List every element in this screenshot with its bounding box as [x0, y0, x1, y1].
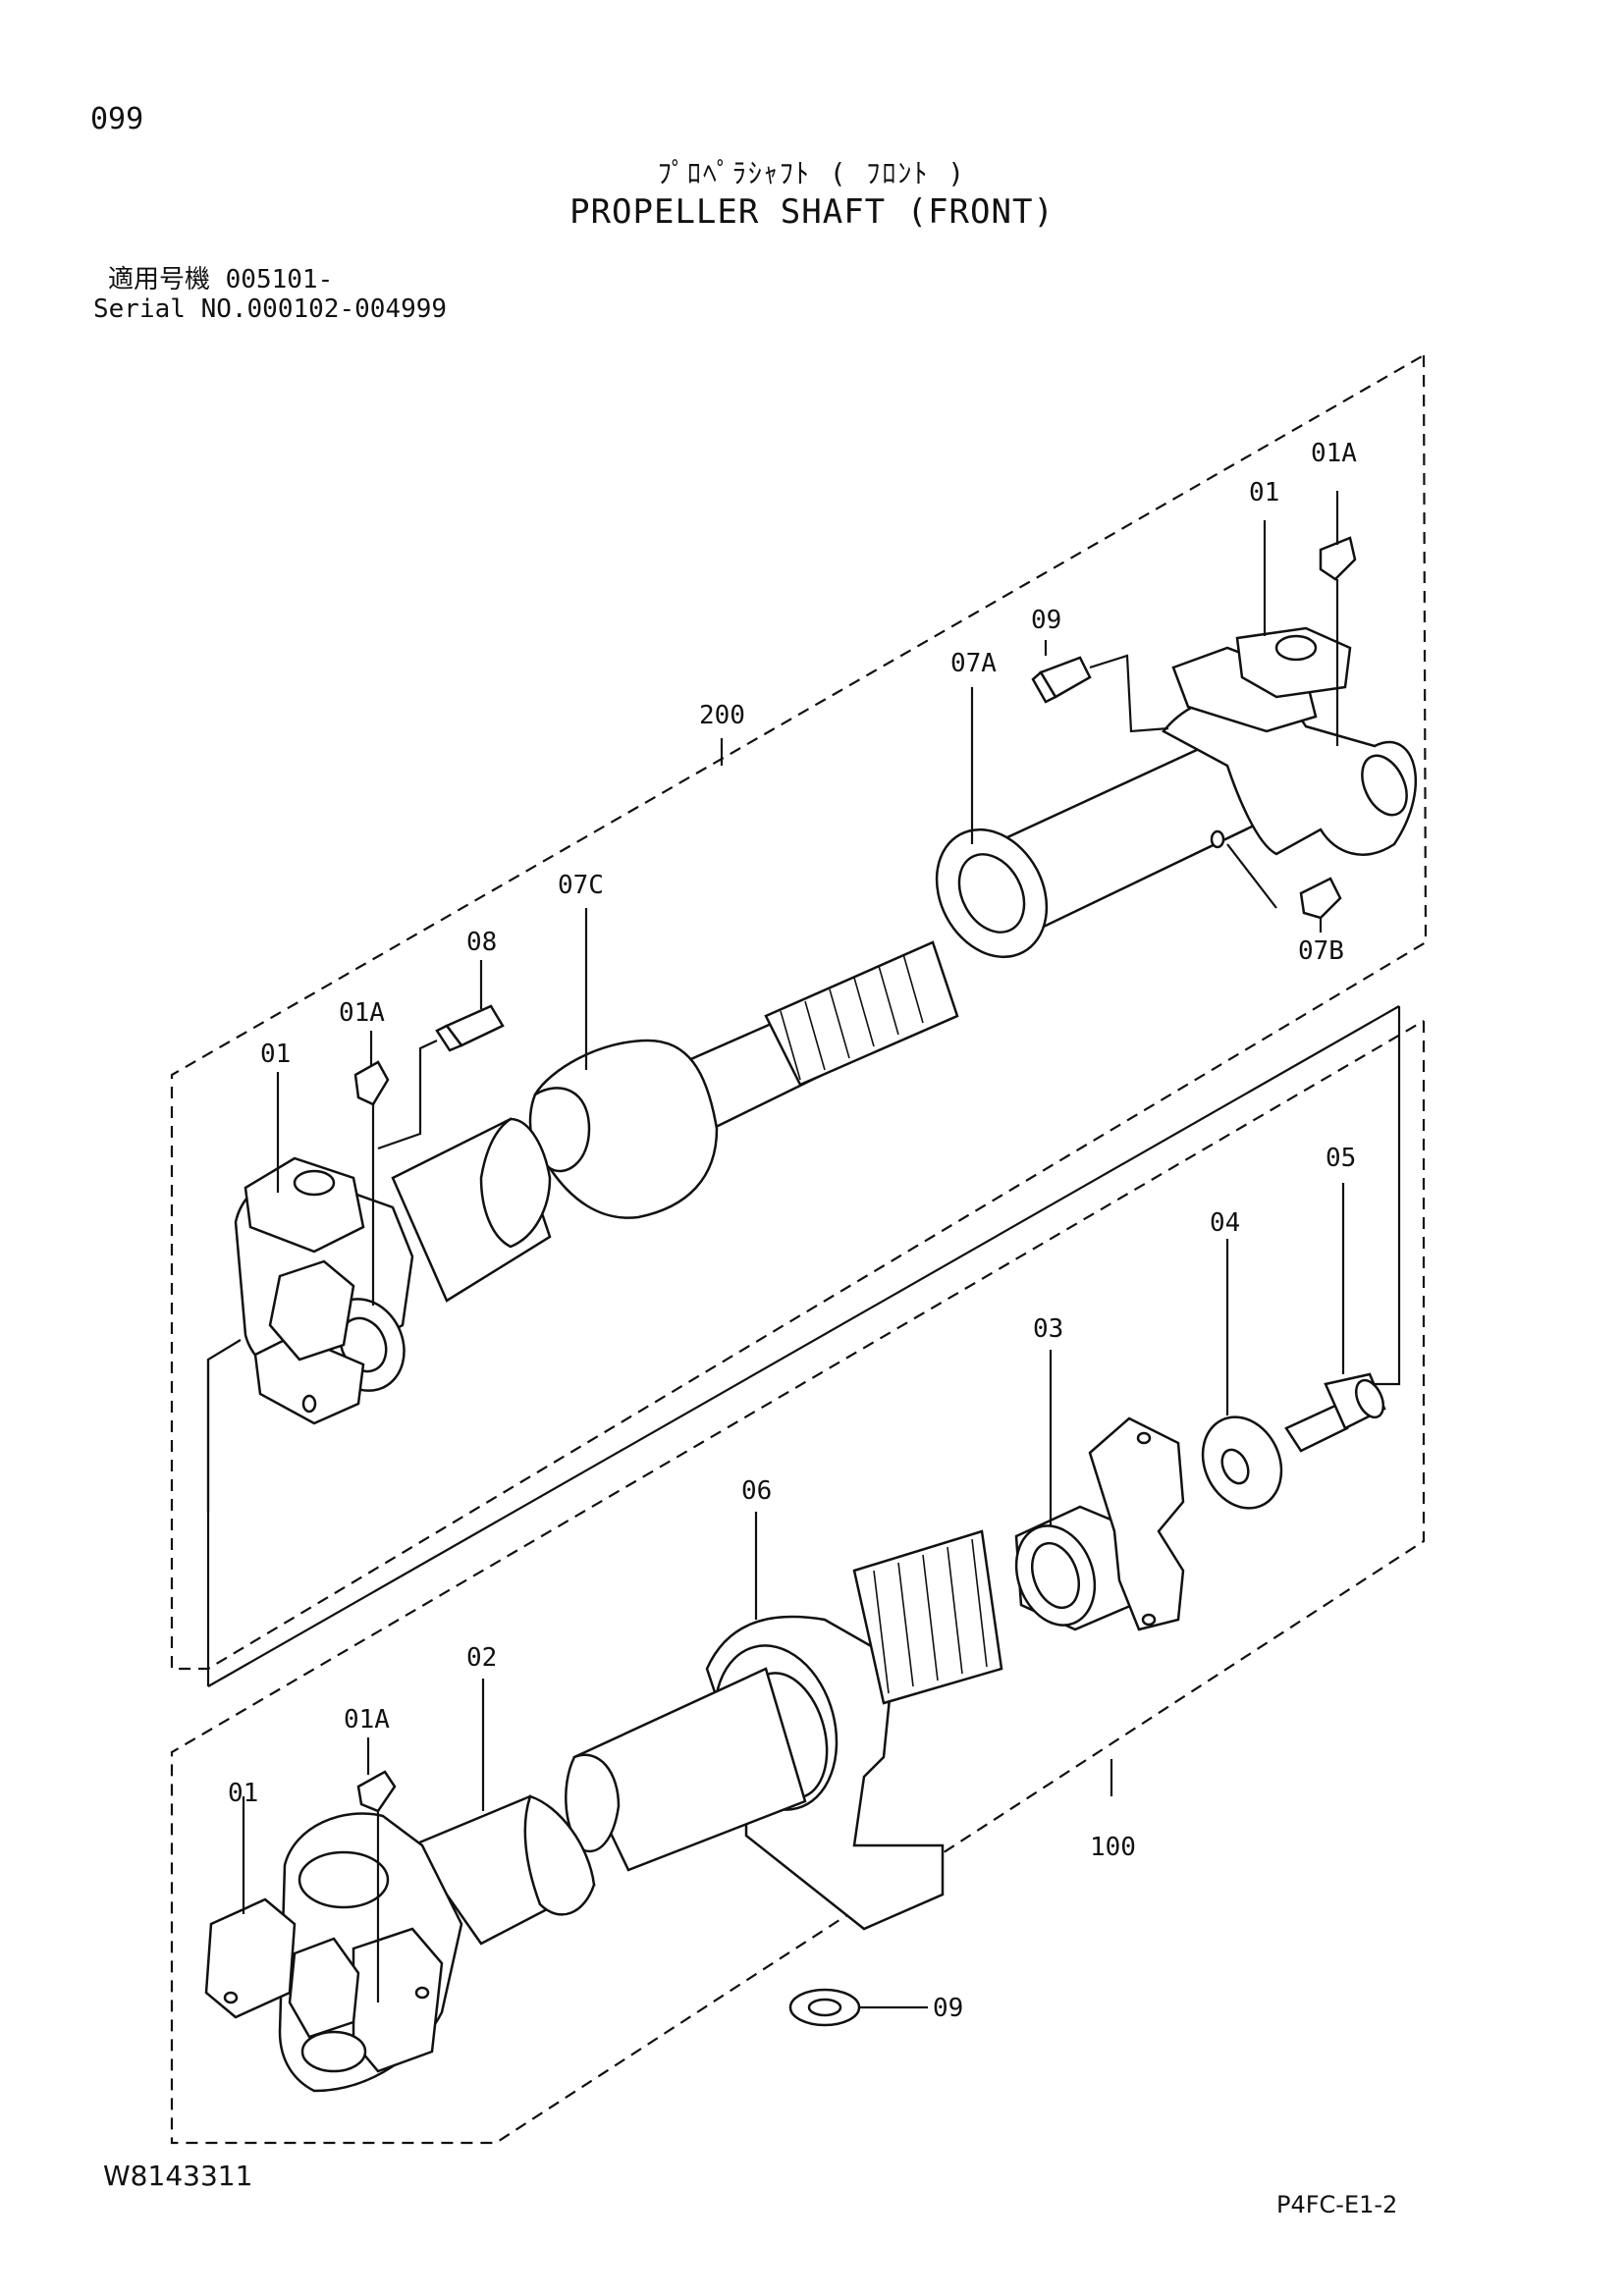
callout-01A-upper-right: 01A: [1311, 439, 1357, 468]
callout-01-upper-left: 01: [260, 1040, 291, 1069]
bolt-08: [377, 1004, 505, 1150]
callout-09-upper: 09: [1031, 606, 1061, 635]
grease-nipple-07B: [1226, 843, 1342, 920]
companion-flange-03: [1014, 1416, 1185, 1631]
callout-200: 200: [699, 701, 745, 730]
document-number: W8143311: [103, 2160, 253, 2192]
callout-03: 03: [1033, 1314, 1063, 1344]
callout-01-upper-right: 01: [1249, 478, 1279, 507]
upper-left-tube: [391, 1117, 552, 1303]
upper-left-yoke-01: [234, 1156, 414, 1425]
callout-06: 06: [741, 1476, 772, 1506]
page-number: 099: [90, 102, 144, 136]
callout-07A: 07A: [950, 649, 997, 678]
upper-assembly-boundary: [170, 354, 1428, 1671]
applicable-serial-en: Serial NO.000102-004999: [93, 294, 448, 324]
leader-lines: [242, 491, 1345, 1914]
applicable-serial-jp: 適用号機 005101-: [108, 265, 334, 294]
callout-100: 100: [1090, 1833, 1136, 1862]
lower-yoke-01: [204, 1812, 463, 2093]
grease-nipple-01A-upper-right: [1319, 536, 1357, 746]
callout-04: 04: [1210, 1208, 1240, 1238]
grease-nipple-01A-upper-left: [353, 1060, 390, 1306]
callout-01-lower: 01: [228, 1779, 258, 1808]
washer-09-lower: [788, 1988, 928, 2027]
grease-nipple-01A-lower: [356, 1770, 397, 2002]
title-japanese: ﾌﾟﾛﾍﾟﾗｼｬﾌﾄ ( ﾌﾛﾝﾄ ): [657, 157, 967, 189]
lower-assembly-boundary: [170, 1020, 1426, 2145]
callout-01A-upper-left: 01A: [339, 998, 385, 1028]
callout-07B: 07B: [1298, 936, 1344, 966]
upper-yoke-sleeve-07A: [935, 626, 1417, 959]
title-english: PROPELLER SHAFT (FRONT): [569, 192, 1055, 232]
callout-01A-lower: 01A: [344, 1705, 390, 1735]
callout-05: 05: [1326, 1144, 1356, 1173]
upper-spline-shaft-07C: [528, 940, 959, 1219]
lower-tube-02: [410, 1667, 807, 1946]
callout-07C: 07C: [558, 871, 604, 900]
middle-bracket-lines: [206, 1005, 1401, 1687]
page-reference: P4FC-E1-2: [1276, 2191, 1398, 2218]
washer-04: [1201, 1415, 1283, 1510]
callout-02: 02: [466, 1643, 497, 1673]
callout-08: 08: [466, 928, 497, 957]
bolt-05: [1284, 1372, 1386, 1453]
bolt-09-upper: [1031, 654, 1169, 733]
callout-09-lower: 09: [933, 1994, 963, 2023]
